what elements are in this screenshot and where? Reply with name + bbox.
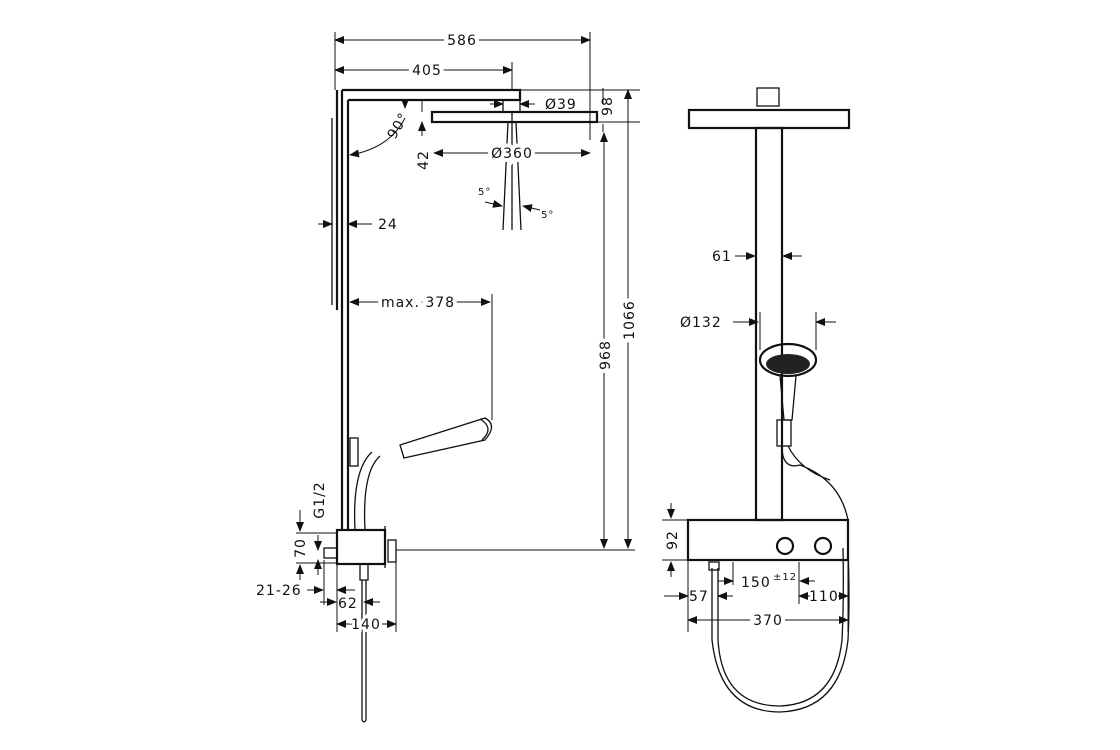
dim-body-depth: 140	[351, 617, 381, 633]
dim-arm-dia: Ø39	[545, 97, 577, 113]
thermostat-body-side	[323, 526, 635, 723]
shower-column-side	[331, 88, 599, 530]
hand-shower-front	[711, 342, 850, 713]
dim-rail-width: 24	[378, 217, 398, 233]
dim-hose-offset: 62	[338, 596, 358, 612]
front-view: 61 Ø132 92 150 ±12 57 110 370	[662, 87, 851, 713]
dim-head-offset: 42	[416, 150, 432, 170]
dim-body-height: 92	[665, 530, 681, 550]
dim-valve-tolerance: ±12	[773, 572, 797, 583]
dim-valve-spacing: 150	[741, 575, 771, 591]
dim-thread: G1/2	[312, 481, 328, 518]
dim-angle: 90°	[385, 110, 413, 142]
dim-tilt-right: 5°	[541, 210, 554, 221]
thermostat-body-front	[686, 518, 850, 571]
dim-height-inner: 968	[598, 340, 614, 370]
dim-right-offset: 110	[809, 589, 839, 605]
dim-tilt-left: 5°	[478, 187, 491, 198]
dim-arm-length: 405	[412, 63, 442, 79]
side-view: 586 405 Ø39 98 90° 42 Ø360 5° 5° 24 max.…	[256, 29, 642, 723]
temperature-knob	[775, 536, 795, 556]
dim-left-offset: 57	[689, 589, 709, 605]
hand-shower-side	[349, 417, 493, 531]
dim-body-width: 370	[753, 613, 783, 629]
dim-handshower-reach: max. 378	[381, 295, 455, 311]
flow-knob	[813, 536, 833, 556]
dim-head-height: 98	[600, 96, 616, 116]
dim-handshower-dia: Ø132	[680, 315, 722, 331]
dim-height-total: 1066	[622, 300, 638, 340]
dim-wall-offset: 21-26	[256, 583, 302, 599]
dim-total-width: 586	[447, 33, 477, 49]
dim-inlet-height: 70	[293, 538, 309, 558]
dim-rail-width-front: 61	[712, 249, 732, 265]
dim-head-dia: Ø360	[491, 146, 533, 162]
shower-column-front	[687, 87, 851, 522]
